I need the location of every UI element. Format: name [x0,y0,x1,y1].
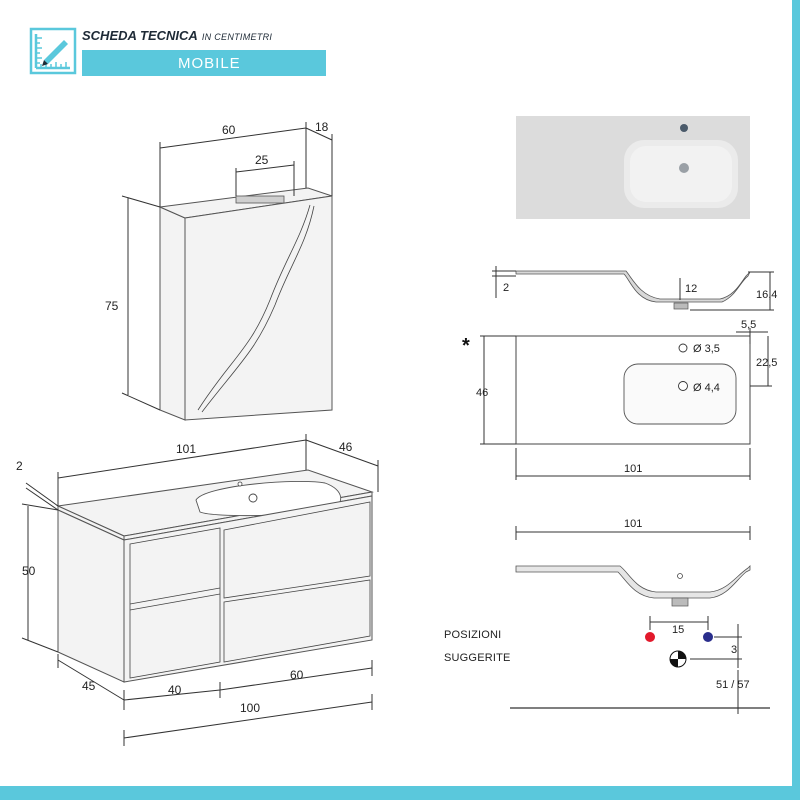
mirror-height-label: 75 [105,299,119,313]
vanity-top-thickness-label: 2 [16,459,23,473]
drawer-section-label: 60 [290,668,304,682]
hole-depth-label: 22,5 [756,357,777,369]
ruler-pencil-icon [29,27,77,75]
vanity-depth-label: 45 [82,679,96,693]
positions-spacing-label: 15 [672,624,684,636]
section-band: MOBILE [82,50,326,76]
positions-offset-label: 3 [731,644,737,656]
positions-label-line1: POSIZIONI [444,629,501,641]
frame-bottom-border [0,786,800,800]
basin-depth-label: 46 [476,387,488,399]
basin-total-height-label: 16,4 [756,289,777,301]
vanity-unit: 2 101 46 50 45 40 60 100 [16,434,379,746]
vanity-total-width-label: 100 [240,701,260,715]
mirror-depth-label: 18 [315,120,329,134]
positions-label-line2: SUGGERITE [444,652,511,664]
frame-right-border [792,0,800,800]
cold-water-marker [703,632,713,642]
vanity-top-width-label: 101 [176,442,196,456]
open-section-label: 40 [168,683,182,697]
basin-drain-depth-label: 12 [685,283,697,295]
tap-hole-label: Ø 3,5 [693,343,720,355]
lamp-width-label: 25 [255,153,269,167]
positions-height-label: 51 / 57 [716,679,750,691]
section-label: MOBILE [178,54,241,72]
basin-top-view: * Ø 3,5 Ø 4,4 5,5 22,5 46 101 [462,319,777,480]
note-asterisk: * [462,335,470,357]
basin-front-view: 101 [515,518,751,607]
mirror-cabinet: 60 18 25 75 [105,120,333,421]
basin-photo [516,116,750,219]
hot-water-marker [645,632,655,642]
basin-top-width-label: 101 [624,463,642,475]
hole-offset-label: 5,5 [741,319,756,331]
basin-thickness-label: 2 [503,282,509,294]
drain-hole-label: Ø 4,4 [693,382,720,394]
mirror-width-label: 60 [222,123,236,137]
vanity-height-label: 50 [22,564,36,578]
page-subtitle: IN CENTIMETRI [201,32,273,42]
technical-drawing: 60 18 25 75 2 101 [16,116,777,746]
drain-icon [669,650,687,668]
suggested-positions: POSIZIONI SUGGERITE 15 3 51 / 57 [444,616,770,714]
vanity-top-depth-label: 46 [339,440,353,454]
basin-side-profile: 2 12 16,4 [492,266,777,311]
basin-front-width-label: 101 [624,518,642,530]
